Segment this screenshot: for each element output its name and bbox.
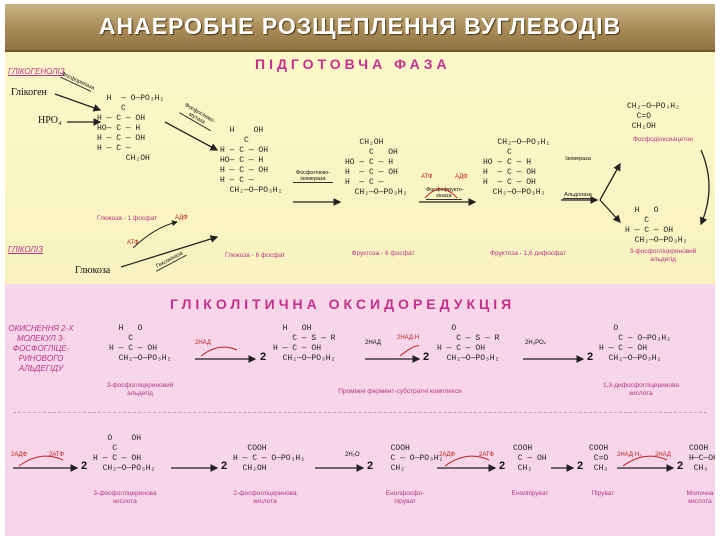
cof-p: 2Н₃РО₄ <box>525 340 547 346</box>
pg2-structure: COOH H — C — O—PO₃H₂ CH₂OH <box>233 444 306 473</box>
preparatory-phase-panel: ПІДГОТОВЧА ФАЗА ГЛІКОГЕНОЛІЗ ГЛІКОЛІЗ Гл… <box>5 52 715 284</box>
glucose-label: Глюкоза <box>75 265 111 276</box>
enolpyruvate-caption: Енолпіруват <box>511 490 549 497</box>
g3p-structure-2: H O C H — C — OH CH₂—O—PO₃H₂ <box>109 324 172 363</box>
pep-caption: Енолфосфо-піруват <box>385 490 425 505</box>
complex-1-structure: H OH C — S — R H — C — OH CH₂—O—PO₃H₂ <box>273 324 336 363</box>
pep-structure: COOH C — O—PO₃H₂ CH₂ <box>390 444 444 473</box>
cof-nadh: 2НАД·Н <box>397 335 420 341</box>
cof-2atp-1: 2АТФ <box>49 452 64 458</box>
glyc-heading: ГЛІКОЛІТИЧНА ОКСИДОРЕДУКЦІЯ <box>170 296 516 312</box>
lactate-caption: Молочна кислота <box>686 490 714 505</box>
hexokinase-adp: АДФ <box>175 215 188 221</box>
glycolysis-label: ГЛІКОЛІЗ <box>8 245 43 254</box>
coef-1: 2 <box>260 351 267 363</box>
fructose-6p-structure: CH₂OH C OH HO — C — H H — C — OH H — C —… <box>345 138 408 197</box>
enzyme-phosphoglucoisomerase: Фосфоглюко-ізомераза <box>293 170 333 183</box>
complex-caption: Проміжні фермент-субстратні комплекси <box>338 388 462 395</box>
cof-2atp-2: 2АТФ <box>479 452 494 458</box>
g3p-structure: H O C H — C — OH CH₂—O—PO₃H₂ <box>625 206 688 245</box>
prep-atp: АТФ <box>421 174 433 180</box>
fructose-16dp-structure: CH₂—O—PO₃H₂ C HO — C — H H — C — OH H — … <box>483 138 551 197</box>
prep-heading: ПІДГОТОВЧА ФАЗА <box>255 56 451 72</box>
coef-3: 2 <box>587 351 594 363</box>
glycogen-label: Глікоген <box>11 87 47 98</box>
fructose-16dp-caption: Фруктоза - 1,6 дифосфат <box>490 250 566 257</box>
pg3-structure: O OH C H — C — OH CH₂—O—PO₃H₂ <box>93 434 156 473</box>
fructose-6p-caption: Фруктоза - 6 фосфат <box>351 250 415 257</box>
lactate-structure: COOH H—C—OH CH₃ <box>689 444 715 473</box>
coef-2: 2 <box>423 351 430 363</box>
coef-7: 2 <box>499 460 506 472</box>
pg3-caption: 3-фосфогліцеринова кислота <box>93 490 157 505</box>
pyruvate-structure: COOH C=O CH₃ <box>589 444 609 473</box>
glucose-1p-structure: H — O—PO₃H₂ C H — C — OH HO— C — H H — C… <box>97 94 165 163</box>
dhap-caption: Фосфодіоксиацетон <box>632 136 694 143</box>
enzyme-isomerase: Ізомераза <box>565 156 591 162</box>
cof-h2o: 2Н₂О <box>345 452 360 458</box>
coef-9: 2 <box>677 460 684 472</box>
enolpyruvate-structure: COOH C — OH CH₂ <box>513 444 547 473</box>
glyc-arrows <box>13 345 675 472</box>
cof-nad: 2НАД <box>195 340 211 346</box>
complex-2-structure: O C — S — R H — C — OH CH₂—O—PO₃H₂ <box>437 324 500 363</box>
phosphate-label: HPO₄ <box>38 115 62 126</box>
glucose-1p-caption: Глюкоза - 1 фосфат <box>96 215 158 222</box>
glyc-side-note: ОКИСНЕННЯ 2-Х МОЛЕКУЛ 3-ФОСФОГЛІЦЕ-РИНОВ… <box>8 324 74 373</box>
cof-2adp-2: 2АДФ <box>439 452 456 458</box>
coef-5: 2 <box>221 460 228 472</box>
prep-arrows <box>54 93 710 268</box>
dhap-structure: CH₂—O—PO₃H₂ C=O CH₂OH <box>627 102 680 131</box>
enzyme-aldolase: Альдолаза <box>563 192 593 199</box>
cof-nad-2: 2НАД <box>655 452 671 458</box>
pyruvate-caption: Піруват <box>591 490 615 497</box>
cof-h2o-1: 2НАД <box>365 340 381 346</box>
glycogenolysis-label: ГЛІКОГЕНОЛІЗ <box>8 67 65 76</box>
cof-2adp-1: 2АДФ <box>11 452 28 458</box>
glucose-6p-structure: H OH C H — C — OH HO— C — H H — C — OH H… <box>220 126 283 195</box>
glucose-6p-caption: Глюкоза - 6 фосфат <box>224 252 286 259</box>
coef-4: 2 <box>81 460 88 472</box>
title-bar: АНАЕРОБНЕ РОЗЩЕПЛЕННЯ ВУГЛЕВОДІВ <box>5 4 715 52</box>
poster-title: АНАЕРОБНЕ РОЗЩЕПЛЕННЯ ВУГЛЕВОДІВ <box>98 13 622 39</box>
row-separator <box>13 412 707 413</box>
pg2-caption: 2-фосфогліцеринова кислота <box>233 490 297 505</box>
coef-6: 2 <box>367 460 374 472</box>
cof-nadh2: 2НАД·Н₂ <box>617 452 642 458</box>
glycolytic-oxidoreduction-panel: ГЛІКОЛІТИЧНА ОКСИДОРЕДУКЦІЯ ОКИСНЕННЯ 2-… <box>5 284 715 536</box>
g3p-caption-2: 3-фосфогліцериновий альдегід <box>106 382 174 397</box>
bpg-structure: O C — O—PO₃H₂ H — C — OH CH₂—O—PO₃H₂ <box>599 324 672 363</box>
g3p-caption: 3-фосфогліцериновий альдегід <box>629 248 697 263</box>
bpg-caption: 1,3-дифосфогліцеринова кислота <box>603 382 679 397</box>
prep-adp: АДФ <box>455 174 468 180</box>
coef-8: 2 <box>577 460 584 472</box>
poster: АНАЕРОБНЕ РОЗЩЕПЛЕННЯ ВУГЛЕВОДІВ ПІДГОТО… <box>5 4 715 536</box>
hexokinase-atp: АТФ <box>127 240 139 246</box>
